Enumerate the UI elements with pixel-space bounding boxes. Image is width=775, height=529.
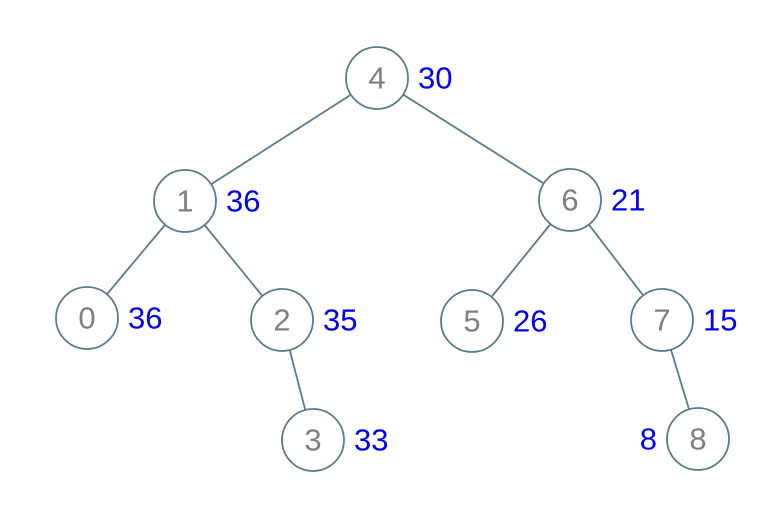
tree-nodes: 4 30 1 36 6 21 0 36 2 35 5 26 [55, 46, 737, 472]
node-value-label: 26 [513, 304, 547, 339]
node-circle [440, 289, 504, 353]
node-id: 4 [368, 61, 385, 96]
tree-node-8: 8 8 [640, 407, 730, 471]
node-value-label: 36 [226, 184, 260, 219]
node-value-label: 33 [354, 423, 388, 458]
node-value-label: 30 [418, 61, 452, 96]
node-circle [55, 286, 119, 350]
node-circle [666, 407, 730, 471]
edge-4-1 [184, 77, 378, 202]
node-id: 7 [653, 303, 670, 338]
tree-node-6: 6 21 [538, 168, 645, 232]
node-value-label: 35 [323, 303, 357, 338]
node-value-label: 21 [611, 183, 645, 218]
node-circle [345, 46, 409, 110]
node-circle [250, 288, 314, 352]
node-value-label: 36 [128, 301, 162, 336]
tree-node-1: 1 36 [153, 169, 260, 233]
node-circle [538, 168, 602, 232]
node-circle [153, 169, 217, 233]
node-id: 8 [689, 422, 706, 457]
tree-node-3: 3 33 [281, 408, 388, 472]
node-id: 6 [561, 183, 578, 218]
node-id: 0 [78, 301, 95, 336]
node-circle [281, 408, 345, 472]
node-id: 3 [304, 423, 321, 458]
tree-node-0: 0 36 [55, 286, 162, 350]
node-id: 5 [463, 304, 480, 339]
edge-4-6 [376, 77, 571, 201]
node-id: 2 [273, 303, 290, 338]
node-circle [630, 288, 694, 352]
node-value-label: 8 [640, 422, 657, 457]
tree-node-7: 7 15 [630, 288, 737, 352]
node-value-label: 15 [703, 303, 737, 338]
tree-node-5: 5 26 [440, 289, 547, 353]
tree-node-2: 2 35 [250, 288, 357, 352]
tree-edges [86, 77, 699, 441]
node-id: 1 [176, 184, 193, 219]
tree-node-4: 4 30 [345, 46, 452, 110]
